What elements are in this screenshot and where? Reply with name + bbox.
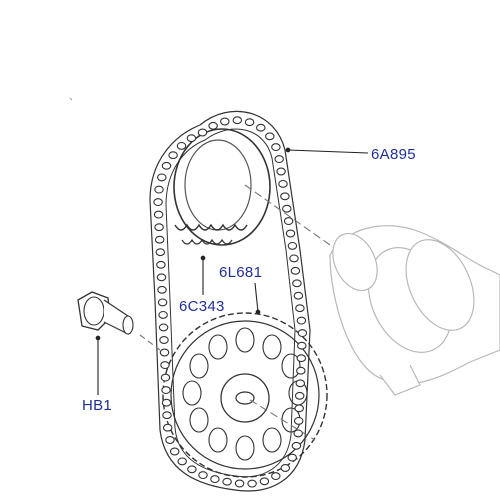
chain-link <box>292 279 302 288</box>
chain-link <box>156 260 166 269</box>
chain-link <box>176 141 187 150</box>
chain-link <box>222 477 232 486</box>
chain-link <box>293 416 304 425</box>
chain-link <box>157 173 167 182</box>
chain-link <box>293 429 303 438</box>
chain-link <box>234 479 245 488</box>
chain-link <box>154 223 164 232</box>
chain-link <box>291 441 302 450</box>
chain-link <box>157 285 167 294</box>
chain-link <box>296 316 307 325</box>
chain-link <box>285 229 296 238</box>
chain-link <box>289 254 299 263</box>
chain-link <box>274 155 284 164</box>
callout-timing-chain: 6A895 <box>371 146 416 163</box>
chain-link <box>162 423 173 432</box>
chain-link <box>265 132 275 141</box>
chain-link <box>294 404 304 413</box>
chain-link <box>287 453 297 462</box>
chain-link <box>165 436 175 444</box>
chain-link <box>197 128 208 137</box>
chain-link <box>159 336 169 344</box>
chain-link <box>280 464 291 472</box>
chain-link <box>177 457 187 466</box>
callout-crank-sprocket: 6L681 <box>219 264 263 281</box>
chain-link <box>160 361 170 370</box>
chain-link <box>168 151 178 160</box>
chain-link <box>280 192 290 201</box>
chain-link <box>187 465 197 474</box>
chain-link <box>157 298 168 307</box>
chain-link <box>161 161 172 170</box>
chain-link <box>295 379 306 388</box>
chain-link <box>259 477 270 486</box>
chain-link <box>161 386 171 395</box>
chain-link <box>295 304 305 313</box>
chain-link <box>296 366 306 375</box>
chain-link <box>294 391 305 400</box>
chain-link <box>293 291 304 300</box>
timing-chain <box>149 110 311 492</box>
chain-link <box>232 116 243 125</box>
chain-link <box>159 348 170 357</box>
chain-link <box>153 198 163 207</box>
chain-link <box>282 204 292 213</box>
chain-link <box>162 411 172 420</box>
chain-link <box>244 118 255 127</box>
stray-mark <box>69 97 73 101</box>
chain-link <box>161 398 172 407</box>
chain-link <box>158 310 168 319</box>
chain-link <box>158 323 169 332</box>
bolt <box>77 291 134 335</box>
chain-link <box>278 179 288 188</box>
sprocket-holes <box>182 327 308 461</box>
chain-link <box>287 241 298 250</box>
chain-link <box>155 248 166 257</box>
chain-link <box>156 273 167 282</box>
chain-link <box>276 167 286 176</box>
chain-link <box>186 134 197 143</box>
chain-link <box>297 341 307 350</box>
chain-link <box>247 479 257 488</box>
callout-cam-sprocket: 6C343 <box>179 298 225 315</box>
leader-lines <box>95 147 369 441</box>
chain-link <box>220 117 230 126</box>
chain-link <box>169 447 180 456</box>
chain-link <box>271 143 281 152</box>
chain-link <box>283 217 294 226</box>
chain-link <box>210 475 220 484</box>
crankshaft-ghost <box>329 225 500 396</box>
chain-link <box>296 354 307 363</box>
chain-link <box>208 121 218 130</box>
chain-link <box>256 123 266 132</box>
chain-link <box>297 329 308 338</box>
crank-sprocket <box>162 312 328 478</box>
chain-link <box>160 373 171 382</box>
cam-sprocket <box>173 128 271 246</box>
chain-link <box>154 235 165 244</box>
chain-link <box>153 210 164 219</box>
chain-link <box>290 266 301 275</box>
chain-link <box>154 185 164 194</box>
chain-link <box>198 471 208 480</box>
callout-bolt: HB1 <box>82 397 113 414</box>
chain-link <box>271 472 281 481</box>
